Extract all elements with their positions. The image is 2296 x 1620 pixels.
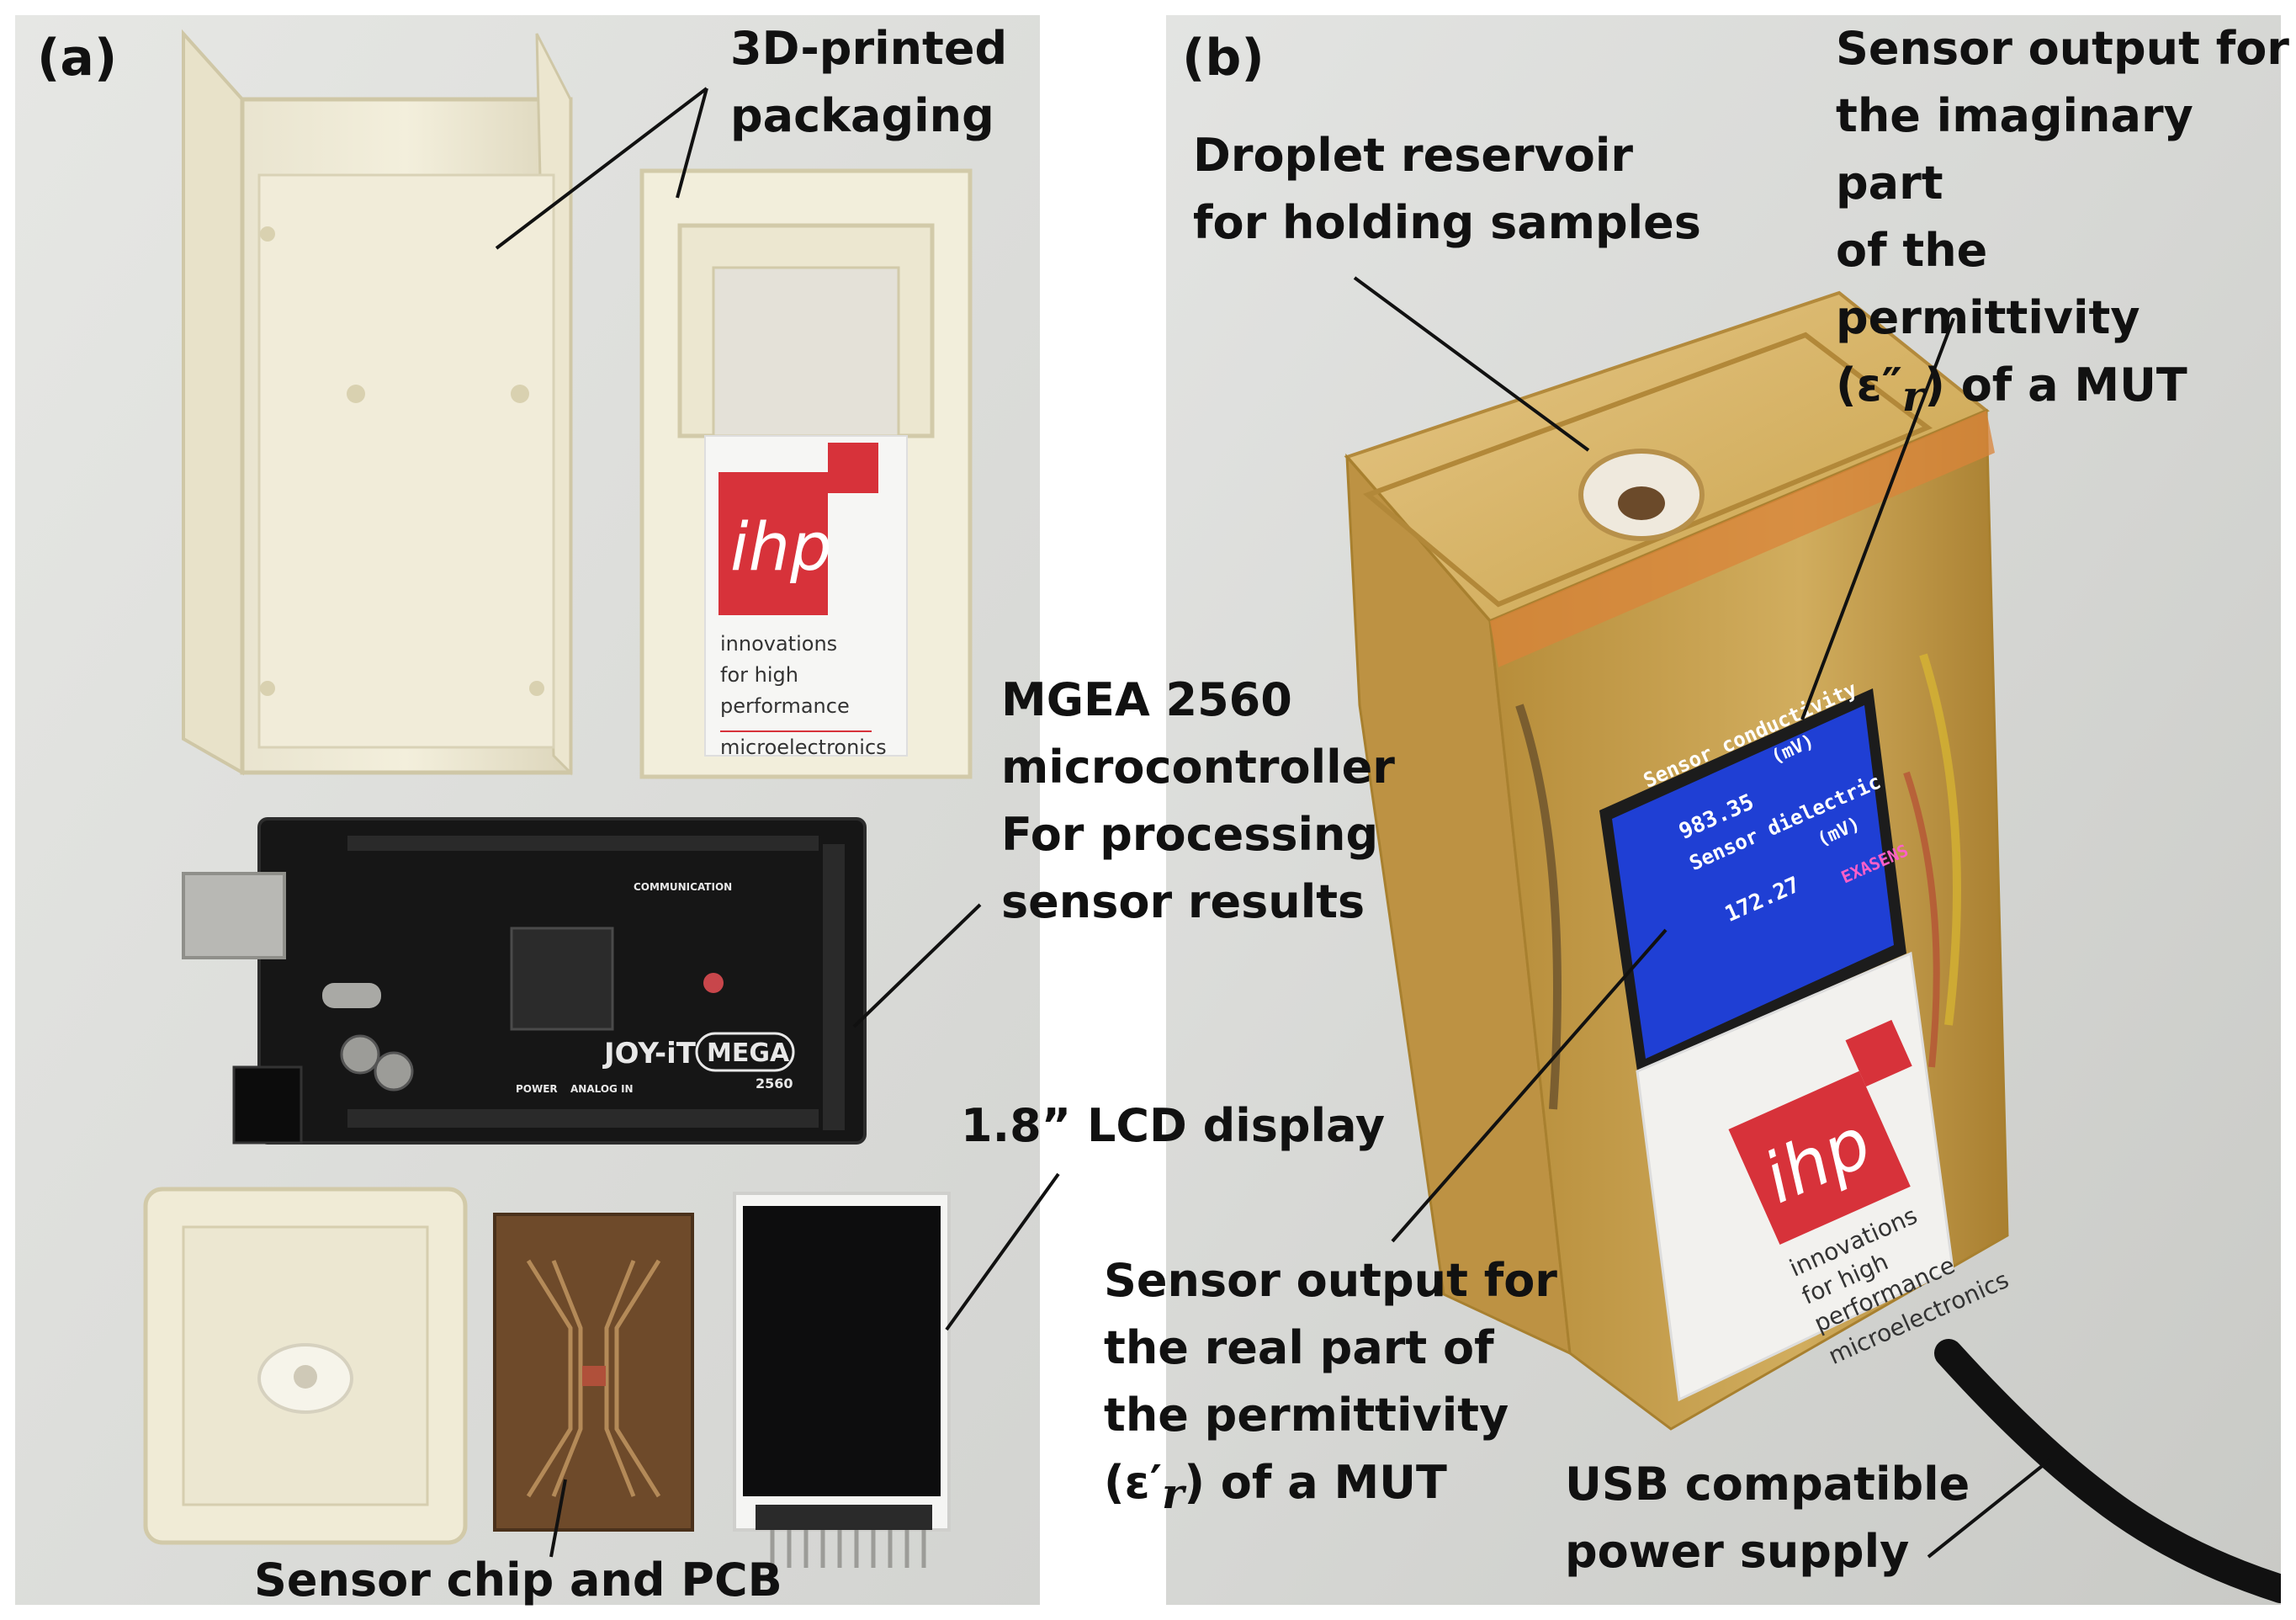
label-imaginary-sub: r [1901,370,1925,421]
label-imaginary-line1: Sensor output for [1836,22,2289,75]
label-imaginary-line3: of the permittivity [1836,223,2140,344]
panel-label-b: (b) [1182,29,1265,88]
packaging-shell-left [182,29,573,776]
label-microcontroller: MGEA 2560 microcontroller For processing… [1001,673,1395,928]
board-model: MEGA [707,1038,790,1068]
board-number: 2560 [756,1076,793,1092]
label-droplet: Droplet reservoir for holding samples [1193,129,1701,249]
sensor-pcb [493,1213,694,1532]
label-real-line2: the real part of [1104,1320,1494,1374]
logo-mark-a: ihp [730,510,832,586]
board-power-label: POWER [516,1083,558,1095]
panel-b: Sensor conductivity (mV) 983.35 Sensor d… [1166,15,2281,1605]
label-usb: USB compatible power supply [1565,1458,1970,1578]
arduino-mega-board: JOY-iT MEGA 2560 COMMUNICATION POWER ANA… [182,817,867,1145]
panel-a: JOY-iT MEGA 2560 COMMUNICATION POWER ANA… [15,15,1040,1605]
label-imaginary-tail: ) of a MUT [1924,358,2187,412]
label-real-eps: (ε′ [1104,1455,1162,1509]
logo-tag4-a: microelectronics [720,736,887,759]
lcd-value-dielectric: 172.27 [1721,872,1804,928]
label-real-sub: r [1161,1468,1185,1518]
label-real-line4: (ε′r) of a MUT [1104,1449,1557,1518]
panel-label-a: (a) [37,29,118,88]
label-imaginary: Sensor output for the imaginary part of … [1836,15,2296,421]
packaging-shell-right [639,168,973,779]
logo-tag2-a: for high [720,663,798,687]
logo-tag1-a: innovations [720,632,838,656]
label-sensor-chip: Sensor chip and PCB [254,1554,782,1607]
logo-tag3-a: performance [720,694,850,718]
panel-a-photo: JOY-iT MEGA 2560 COMMUNICATION POWER ANA… [15,15,1040,1605]
board-brand: JOY-iT [602,1037,697,1070]
label-imaginary-line2: the imaginary part [1836,88,2193,210]
label-real-line3: the permittivity [1104,1388,1509,1442]
device-lcd [1599,688,1906,1071]
label-real-line1: Sensor output for [1104,1254,1557,1307]
label-imaginary-eps: (ε″ [1836,358,1902,412]
label-real: Sensor output for the real part of the p… [1104,1247,1557,1518]
ihp-logo-a: ihp innovations for high performance mic… [710,443,904,762]
label-imaginary-line4: (ε″r) of a MUT [1836,352,2296,421]
label-real-tail: ) of a MUT [1184,1455,1447,1509]
board-analog-label: ANALOG IN [570,1083,634,1095]
label-packaging: 3D-printed packaging [730,22,1008,142]
board-comm-label: COMMUNICATION [634,881,732,893]
packaging-lid [143,1187,468,1545]
label-lcd: 1.8” LCD display [961,1099,1386,1152]
usb-cable [1934,1339,2281,1603]
lcd-module [733,1192,951,1568]
